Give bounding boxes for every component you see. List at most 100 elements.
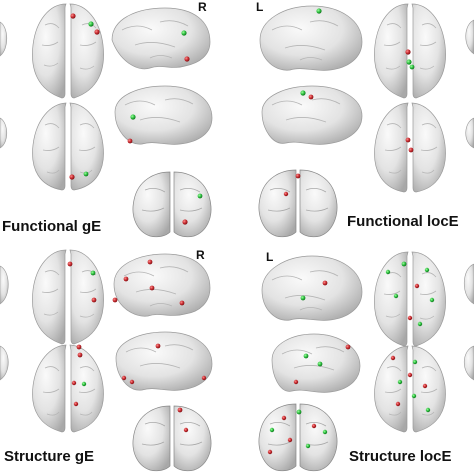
node-red — [295, 173, 301, 179]
brain-medial-view — [115, 331, 213, 391]
node-red — [414, 283, 420, 289]
panel-structure-ge — [0, 249, 213, 472]
node-red — [149, 285, 155, 291]
hemisphere-label-l-top: L — [256, 0, 264, 14]
node-green — [300, 90, 306, 96]
brain-edge-bottom-right-1 — [463, 263, 474, 305]
brain-lateral-view — [261, 255, 363, 321]
node-red — [405, 49, 411, 55]
caption-functional-loce: Functional locE — [347, 213, 459, 230]
hemisphere-label-r-top: R — [198, 0, 207, 14]
brain-dorsal-view — [32, 3, 104, 99]
node-red — [177, 407, 183, 413]
node-green — [385, 269, 391, 275]
node-red — [77, 352, 83, 358]
node-red — [184, 56, 190, 62]
node-green — [411, 393, 417, 399]
node-green — [425, 407, 431, 413]
node-red — [390, 355, 396, 361]
node-red — [70, 13, 76, 19]
node-red — [94, 29, 100, 35]
brain-lateral-view — [111, 7, 211, 70]
node-green — [401, 261, 407, 267]
node-red — [281, 415, 287, 421]
node-red — [308, 94, 314, 100]
node-red — [155, 343, 161, 349]
brain-posterior-view — [258, 169, 338, 238]
node-red — [311, 423, 317, 429]
node-green — [397, 379, 403, 385]
node-red — [407, 315, 413, 321]
node-green — [406, 59, 412, 65]
hemisphere-label-l-bottom: L — [266, 250, 274, 264]
node-green — [81, 381, 87, 387]
brain-edge-mid-right — [465, 117, 474, 149]
node-red — [293, 379, 299, 385]
node-red — [408, 147, 414, 153]
node-red — [407, 372, 413, 378]
node-red — [422, 383, 428, 389]
node-red — [267, 449, 273, 455]
hemisphere-label-r-bottom: R — [196, 248, 205, 262]
node-red — [129, 379, 135, 385]
node-green — [429, 297, 435, 303]
brain-lateral-view — [259, 5, 363, 71]
node-green — [412, 359, 418, 365]
brain-dorsal-view — [374, 251, 446, 347]
node-green — [83, 171, 89, 177]
node-red — [123, 276, 129, 282]
brain-edge-mid-left — [0, 117, 8, 149]
node-green — [300, 295, 306, 301]
brain-ventral-view — [32, 344, 104, 433]
brain-dorsal-view — [32, 249, 104, 345]
node-red — [283, 191, 289, 197]
node-green — [88, 21, 94, 27]
node-green — [181, 30, 187, 36]
brain-lateral-view — [112, 253, 211, 317]
node-red — [67, 261, 73, 267]
brain-medial-view — [271, 333, 361, 393]
node-green — [197, 193, 203, 199]
node-red — [322, 280, 328, 286]
node-red — [179, 300, 185, 306]
node-green — [303, 353, 309, 359]
brain-posterior-view — [132, 405, 212, 472]
brain-posterior-view — [132, 171, 212, 238]
node-red — [147, 259, 153, 265]
node-green — [317, 361, 323, 367]
node-red — [127, 138, 133, 144]
node-green — [90, 270, 96, 276]
node-red — [345, 344, 351, 350]
brain-edge-bottom-left-2 — [0, 345, 9, 381]
node-green — [130, 114, 136, 120]
brain-edge-bottom-left-1 — [0, 265, 9, 305]
node-red — [71, 380, 77, 386]
node-green — [393, 293, 399, 299]
node-green — [424, 267, 430, 273]
brain-edge-bottom-right-2 — [463, 345, 474, 381]
panel-structure-loce — [258, 251, 474, 472]
caption-functional-ge: Functional gE — [2, 218, 102, 235]
node-green — [269, 427, 275, 433]
caption-structure-ge: Structure gE — [4, 448, 95, 465]
node-red — [121, 375, 127, 381]
node-red — [91, 297, 97, 303]
node-red — [73, 401, 79, 407]
node-red — [182, 219, 188, 225]
brain-edge-top-right — [465, 19, 474, 55]
brain-edge-top-left — [0, 21, 8, 57]
node-green — [316, 8, 322, 14]
node-red — [183, 427, 189, 433]
node-green — [409, 64, 415, 70]
brain-ventral-view — [374, 345, 446, 433]
node-green — [305, 443, 311, 449]
node-green — [322, 429, 328, 435]
node-red — [287, 437, 293, 443]
caption-structure-loce: Structure locE — [349, 448, 452, 465]
node-green — [417, 321, 423, 327]
node-red — [76, 344, 82, 350]
node-green — [296, 409, 302, 415]
node-red — [201, 375, 207, 381]
node-red — [405, 137, 411, 143]
